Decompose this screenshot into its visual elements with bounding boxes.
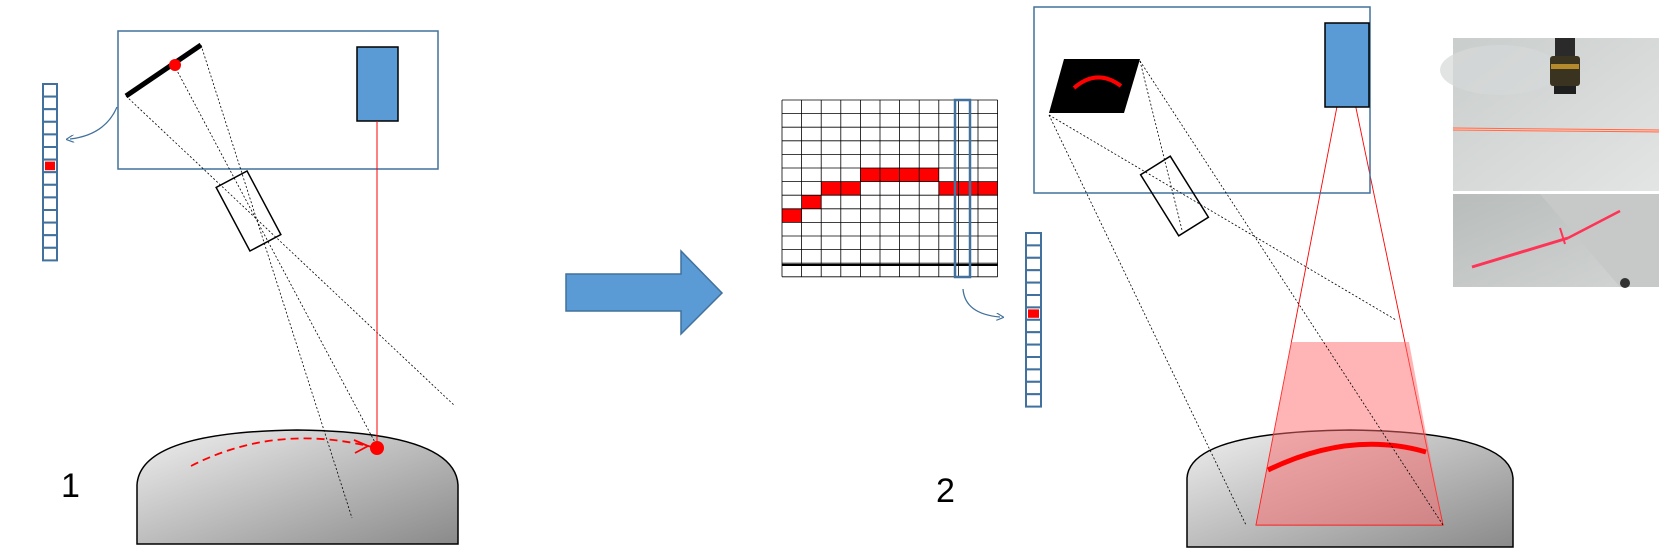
grid-filled-cell (840, 181, 861, 196)
laser-line-photo-bottom (1453, 194, 1659, 288)
transition-arrow (565, 249, 724, 336)
sensor-cell (1025, 269, 1042, 284)
image-sensor-2 (1049, 59, 1140, 113)
sensor-cell (1025, 356, 1042, 371)
line-sensor-2 (1025, 232, 1042, 408)
motion-arrow-1 (190, 437, 373, 467)
lens-2 (1139, 155, 1210, 237)
sensor-cell (1025, 343, 1042, 359)
sensor-active-cell (45, 161, 55, 171)
sensor-housing-2 (1033, 6, 1371, 194)
sensor-cell (42, 209, 58, 224)
laser-line-on-surface (1266, 441, 1427, 473)
sensor-cell (42, 196, 58, 211)
sensor-cell (1025, 331, 1042, 346)
sensor-cell (42, 146, 58, 161)
step-1-label: 1 (61, 467, 80, 505)
grid-filled-cell (919, 168, 939, 182)
line-sensor-1 (42, 83, 58, 262)
sensor-cell (1025, 256, 1042, 272)
sensor-housing-1 (117, 30, 439, 170)
sensor-active-cell (1028, 309, 1039, 318)
grid-filled-cell (860, 168, 880, 182)
step-2-label: 2 (936, 472, 955, 510)
pointer-arrow-2 (962, 288, 1000, 317)
laser-spot-1 (370, 441, 384, 455)
panel-2: 2 (781, 6, 1514, 548)
motion-arrowhead-1 (353, 439, 371, 454)
camera-rays-2 (1048, 60, 1444, 526)
pointer-arrow-1 (70, 106, 118, 139)
lens-1 (215, 169, 282, 253)
sensor-cell (1025, 281, 1042, 297)
laser-emitter-1 (356, 46, 399, 122)
grid-filled-cell (899, 168, 920, 182)
grid-filled-cell (821, 181, 841, 196)
sensor-cell (1025, 380, 1042, 396)
sensor-cell (42, 246, 58, 262)
sensor-cell (42, 120, 58, 136)
sensor-cell (42, 234, 58, 249)
grid-filled-cell (782, 208, 802, 223)
sensor-cell (42, 83, 58, 98)
sensor-cell (42, 183, 58, 199)
sensor-cell (1025, 294, 1042, 309)
laser-fan-fill (1256, 342, 1443, 525)
image-point-1 (169, 59, 181, 71)
sensor-cell (1025, 232, 1042, 247)
image-sensor-curve (1072, 75, 1123, 90)
panel-1: 1 (42, 30, 459, 545)
sensor-cell (42, 108, 58, 123)
sensor-cell (1025, 318, 1042, 334)
grid-filled-cell (801, 195, 822, 209)
laser-line-photo-top (1440, 38, 1660, 191)
grid-filled-cell (978, 181, 998, 196)
grid-filled-cell (958, 181, 978, 196)
grid-filled-cell (938, 181, 959, 196)
sensor-cell (42, 221, 58, 237)
sensor-cell (42, 133, 58, 148)
sensor-cell (1025, 368, 1042, 383)
camera-rays-1 (125, 44, 456, 519)
grid-filled-cell (880, 168, 900, 182)
sensor-cell (1025, 244, 1042, 259)
detector-bar-1 (124, 42, 203, 99)
grid-selected-column (953, 98, 972, 279)
area-sensor-grid (781, 99, 998, 278)
surface-1 (136, 429, 459, 545)
sensor-cell (42, 95, 58, 111)
laser-emitter-2 (1324, 22, 1370, 108)
sensor-cell (42, 171, 58, 186)
sensor-cell (1025, 393, 1042, 408)
